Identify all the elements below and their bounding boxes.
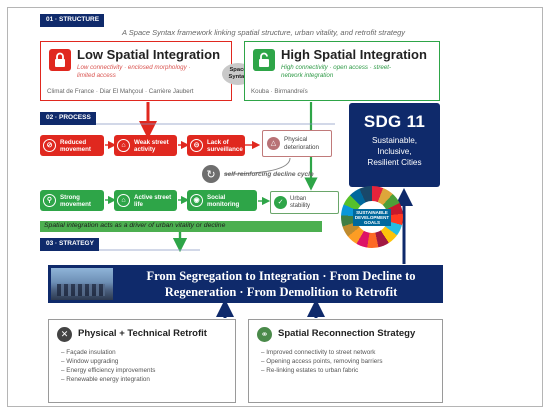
- list-item: Façade insulation: [61, 348, 155, 357]
- unlock-icon: [253, 49, 275, 71]
- sdg-wheel-icon: SUSTAINABLE DEVELOPMENT GOALS: [341, 186, 403, 248]
- list-item: Re-linking estates to urban fabric: [261, 366, 382, 375]
- driver-text: Spatial integration acts as a driver of …: [44, 222, 226, 229]
- section-tag-structure: 01 · STRUCTURE: [40, 14, 105, 27]
- banner-line-2: Regeneration · From Demolition to Retrof…: [164, 285, 398, 299]
- section-tag-strategy: 03 · STRATEGY: [40, 238, 99, 251]
- low-integration-title: Low Spatial Integration: [77, 47, 221, 62]
- sdg-description: Sustainable,Inclusive,Resilient Cities: [367, 136, 422, 167]
- list-item: Energy efficiency improvements: [61, 366, 155, 375]
- cycle-label: self-reinforcing decline cycle: [224, 171, 314, 178]
- retrofit-title: Physical + Technical Retrofit: [78, 328, 207, 339]
- banner-line-1: From Segregation to Integration · From D…: [146, 269, 416, 283]
- lock-icon: [49, 49, 71, 71]
- framework-tagline: A Space Syntax framework linking spatial…: [122, 28, 406, 37]
- cycle-icon: ↻: [202, 165, 220, 183]
- low-integration-box: Low Spatial Integration Low connectivity…: [40, 41, 232, 101]
- driver-bar: Spatial integration acts as a driver of …: [40, 221, 322, 232]
- walking-icon: ⚲: [43, 194, 56, 207]
- retrofit-list: Façade insulation Window upgrading Energ…: [61, 348, 155, 384]
- reconnection-card: ⚭ Spatial Reconnection Strategy Improved…: [248, 319, 443, 403]
- retrofit-card: ✕ Physical + Technical Retrofit Façade i…: [48, 319, 236, 403]
- building-icon: ⌂: [117, 139, 130, 152]
- reconnection-list: Improved connectivity to street network …: [261, 348, 382, 375]
- sdg-logo-text: SUSTAINABLE DEVELOPMENT GOALS: [352, 208, 392, 226]
- list-item: Renewable energy integration: [61, 375, 155, 384]
- high-integration-subtitle: High connectivity · open access · street…: [281, 64, 392, 79]
- check-icon: ✓: [274, 196, 287, 209]
- section-tag-process: 02 · PROCESS: [40, 112, 96, 125]
- high-integration-box: High Spatial Integration High connectivi…: [244, 41, 440, 101]
- eye-icon: ◉: [190, 194, 203, 207]
- warning-icon: △: [267, 137, 280, 150]
- list-item: Improved connectivity to street network: [261, 348, 382, 357]
- list-item: Opening access points, removing barriers: [261, 357, 382, 366]
- list-item: Window upgrading: [61, 357, 155, 366]
- sdg-number: SDG 11: [363, 112, 426, 131]
- banner-photo: [51, 268, 113, 300]
- tools-icon: ✕: [57, 327, 72, 342]
- strategy-banner: From Segregation to Integration · From D…: [48, 265, 443, 303]
- link-icon: ⚭: [257, 327, 272, 342]
- low-integration-subtitle: Low connectivity · enclosed morphology ·…: [77, 64, 191, 79]
- home-icon: ⌂: [117, 194, 130, 207]
- low-integration-places: Climat de France · Diar El Mahçoul · Car…: [47, 88, 194, 95]
- high-integration-title: High Spatial Integration: [281, 47, 427, 62]
- eye-off-icon: ⊝: [190, 139, 203, 152]
- high-integration-places: Kouba · Birmandreïs: [251, 88, 308, 95]
- no-entry-icon: ⊘: [43, 139, 56, 152]
- reconnection-title: Spatial Reconnection Strategy: [278, 328, 416, 339]
- sdg11-box: SDG 11 Sustainable,Inclusive,Resilient C…: [349, 103, 440, 187]
